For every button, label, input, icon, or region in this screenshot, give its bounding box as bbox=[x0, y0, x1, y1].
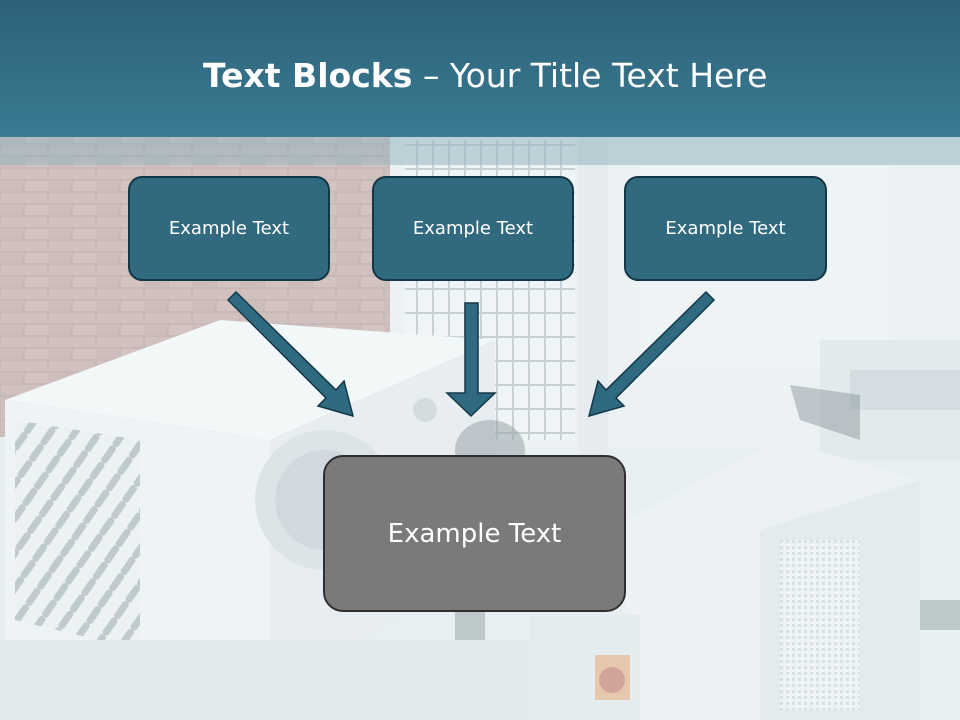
header-band bbox=[0, 137, 960, 165]
text-block-left-label: Example Text bbox=[168, 218, 290, 239]
title-rest: Your Title Text Here bbox=[449, 56, 768, 95]
text-block-right-label: Example Text bbox=[665, 218, 786, 239]
arrow-middle bbox=[445, 302, 497, 418]
text-block-middle-label: Example Text bbox=[412, 218, 534, 239]
title-separator: – bbox=[412, 56, 450, 95]
title-bold: Text Blocks bbox=[203, 56, 413, 95]
arrow-right bbox=[587, 290, 716, 418]
text-block-right[interactable]: Example Text bbox=[624, 176, 827, 281]
title-header-bar bbox=[0, 0, 960, 137]
slide-title[interactable]: Text Blocks – Your Title Text Here bbox=[203, 56, 767, 96]
arrow-left bbox=[226, 290, 355, 418]
text-block-center[interactable]: Example Text bbox=[323, 455, 626, 612]
text-block-middle[interactable]: Example Text bbox=[372, 176, 574, 281]
text-block-left[interactable]: Example Text bbox=[128, 176, 330, 281]
text-block-center-label: Example Text bbox=[387, 518, 562, 549]
